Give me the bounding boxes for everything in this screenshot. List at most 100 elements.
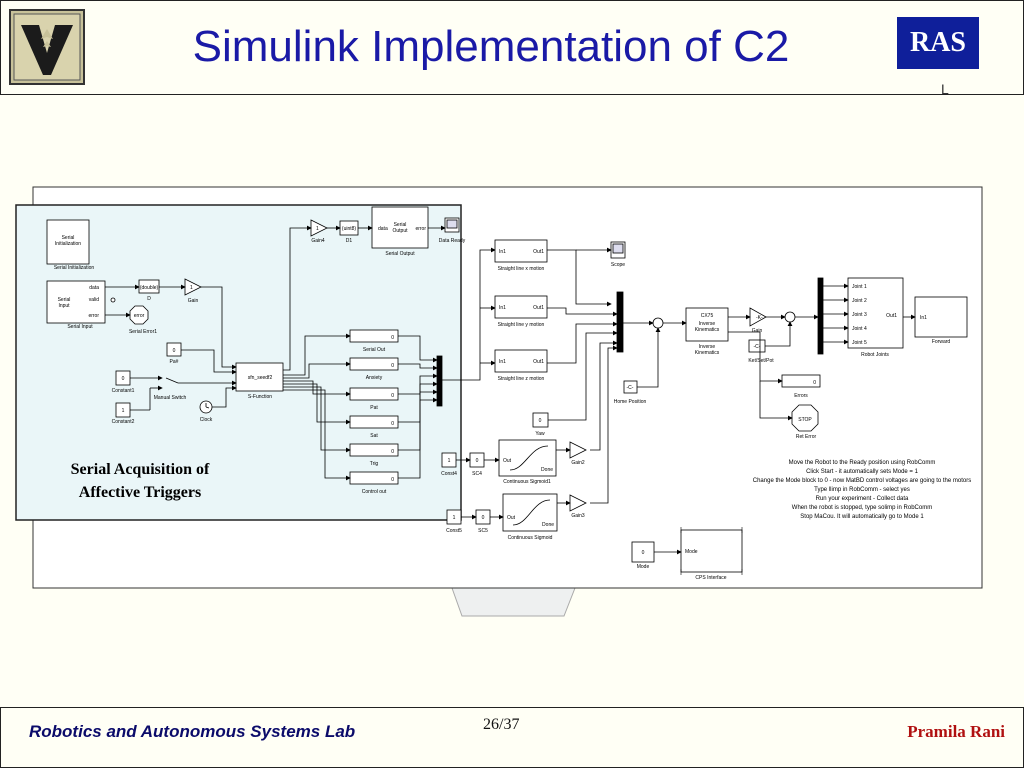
serial-error-text: error bbox=[134, 313, 145, 319]
ket-offset-block[interactable] bbox=[748, 339, 766, 353]
serial-output-data-port: data bbox=[378, 226, 388, 232]
manual-switch[interactable] bbox=[165, 377, 179, 384]
serial-output-error-port: error bbox=[415, 226, 426, 232]
robot-joint-port: Joint 2 bbox=[852, 298, 867, 304]
constant1-value: 0 bbox=[122, 376, 125, 382]
instruction-line: Change the Mode block to 0 - now MatBD c… bbox=[753, 478, 971, 484]
serial-input-block[interactable] bbox=[46, 280, 106, 324]
s-function-block[interactable] bbox=[235, 362, 284, 392]
display-value: 0 bbox=[391, 363, 394, 369]
serial-input-port-data: data bbox=[89, 285, 99, 291]
uint8-convert-text: (uint8) bbox=[342, 226, 357, 232]
instruction-line: Stop MaCou. It will automatically go to … bbox=[800, 514, 924, 520]
slm-label: Straight line x motion bbox=[498, 266, 545, 272]
slide-shadow bbox=[451, 587, 576, 617]
slide-footer: Robotics and Autonomous Systems Lab 26/3… bbox=[0, 707, 1024, 768]
gain4-value: 1 bbox=[316, 226, 319, 232]
serial-output-label: Serial Output bbox=[385, 251, 415, 257]
robot-joints-block[interactable] bbox=[847, 277, 904, 349]
ket-offset-label: Ket/Set/Pot bbox=[748, 358, 774, 364]
serial-init-label: Serial Initialization bbox=[54, 265, 95, 271]
slide-title: Simulink Implementation of C2 bbox=[192, 22, 790, 71]
slm-label: Straight line z motion bbox=[498, 376, 545, 382]
serial-init-block[interactable] bbox=[46, 219, 90, 265]
yaw-block[interactable] bbox=[532, 412, 549, 428]
display-label: Trig bbox=[370, 461, 379, 467]
instruction-line: Move the Robot to the Ready position usi… bbox=[789, 460, 936, 466]
demux bbox=[817, 277, 824, 355]
ras-badge-sub: L bbox=[941, 81, 949, 97]
pa-constant-block[interactable] bbox=[166, 342, 182, 357]
cs1-label: Continuous Sigmoid1 bbox=[503, 479, 551, 485]
straight-line-motion-block[interactable] bbox=[494, 295, 548, 319]
cps-interface-block[interactable] bbox=[680, 529, 743, 573]
caption-line1: Serial Acquisition of bbox=[70, 461, 210, 478]
stop-label: Ret Error bbox=[796, 434, 817, 440]
straight-line-motion-block[interactable] bbox=[494, 239, 548, 263]
double-convert-label: D bbox=[147, 296, 151, 302]
sc5-label: SC5 bbox=[478, 528, 488, 534]
display-value: 0 bbox=[391, 393, 394, 399]
inverse-kinematics-block[interactable] bbox=[685, 307, 729, 342]
caption-line2: Affective Triggers bbox=[78, 484, 202, 501]
forward-label: Forward bbox=[932, 339, 951, 345]
mode-value: 0 bbox=[642, 550, 645, 556]
display-value: 0 bbox=[391, 421, 394, 427]
gain4-label: Gain4 bbox=[311, 238, 325, 244]
data-ready-label: Data Ready bbox=[439, 238, 466, 244]
gain-value: 1 bbox=[190, 285, 193, 291]
cs2-label: Continuous Sigmoid bbox=[508, 535, 553, 541]
serial-error-label: Serial Error1 bbox=[129, 329, 157, 335]
errors-label: Errors bbox=[794, 393, 808, 399]
double-convert-text: (double) bbox=[140, 285, 159, 291]
serial-input-label: Serial Input bbox=[67, 324, 93, 330]
ket-offset-text: -C- bbox=[754, 344, 761, 350]
vanderbilt-logo bbox=[9, 9, 85, 85]
home-position-label: Home Position bbox=[614, 399, 647, 405]
home-position-block[interactable] bbox=[623, 380, 638, 394]
sum2 bbox=[784, 311, 796, 323]
slm-label: Straight line y motion bbox=[498, 322, 545, 328]
display-label: Anxiety bbox=[366, 375, 383, 381]
const5-value: 1 bbox=[453, 515, 456, 521]
display-value: 0 bbox=[391, 335, 394, 341]
mode-label: Mode bbox=[637, 564, 650, 570]
slm-out: Out1 bbox=[533, 249, 544, 255]
s-function-label: S-Function bbox=[248, 394, 272, 400]
constant2-value: 1 bbox=[122, 408, 125, 414]
pa-constant-label: Pa# bbox=[170, 359, 179, 365]
instruction-line: When the robot is stopped, type solimp i… bbox=[792, 505, 932, 511]
sc4-value: 0 bbox=[476, 458, 479, 464]
instruction-line: Run your experiment - Collect data bbox=[816, 496, 909, 502]
instruction-line: Type llimp in RobComm - select yes bbox=[814, 487, 910, 493]
gain-label: Gain bbox=[188, 298, 199, 304]
ik-top-text: CX75 bbox=[701, 313, 714, 319]
cs2-in: Out bbox=[507, 515, 516, 521]
forward-in: In1 bbox=[920, 315, 927, 321]
slide-header: Simulink Implementation of C2 RAS L bbox=[0, 0, 1024, 97]
display-value: 0 bbox=[391, 477, 394, 483]
forward-block[interactable] bbox=[914, 296, 968, 338]
serial-output-block[interactable] bbox=[371, 206, 429, 249]
slm-in: In1 bbox=[499, 249, 506, 255]
manual-switch-label: Manual Switch bbox=[154, 395, 187, 401]
mux-right bbox=[616, 291, 624, 353]
errors-value: 0 bbox=[813, 380, 816, 386]
slm-out: Out1 bbox=[533, 305, 544, 311]
scope-label: Scope bbox=[611, 262, 625, 268]
const5-label: Const5 bbox=[446, 528, 462, 534]
robot-joints-out: Out1 bbox=[886, 313, 897, 319]
gain-r-label: Gain bbox=[752, 328, 763, 334]
uint8-convert-label: D1 bbox=[346, 238, 353, 244]
s-function-text: sfn_seedf2 bbox=[248, 375, 273, 381]
display-label: Control out bbox=[362, 489, 387, 495]
robot-joints-label: Robot Joints bbox=[861, 352, 889, 358]
constant1-label: Constant1 bbox=[112, 388, 135, 394]
gain-r-value: -K- bbox=[756, 315, 763, 321]
straight-line-motion-block[interactable] bbox=[494, 349, 548, 373]
